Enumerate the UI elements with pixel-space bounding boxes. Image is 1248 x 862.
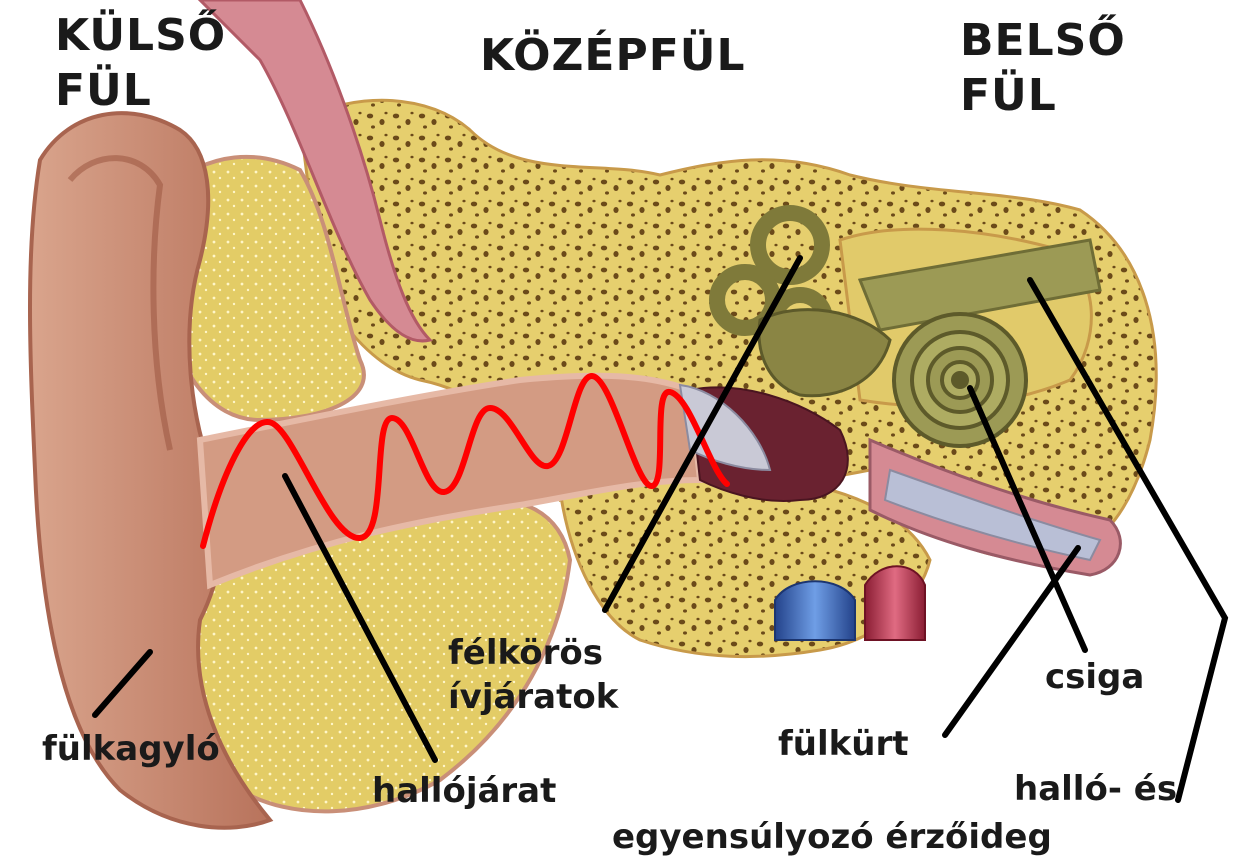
label-semicircular-line2: ívjáratok — [448, 677, 620, 717]
heading-middle-ear: KÖZÉPFÜL — [480, 28, 746, 81]
label-nerve-line1: halló- és — [1014, 769, 1177, 809]
label-cochlea: csiga — [1045, 657, 1144, 697]
heading-inner-ear-line2: FÜL — [960, 68, 1057, 121]
heading-inner-ear-line1: BELSŐ — [960, 13, 1126, 66]
label-semicircular-line1: félkörös — [448, 633, 603, 673]
label-eustachian-tube: fülkürt — [778, 724, 909, 764]
heading-outer-ear-line2: FÜL — [55, 63, 152, 116]
label-nerve-line2: egyensúlyozó érzőideg — [612, 817, 1052, 857]
heading-outer-ear-line1: KÜLSŐ — [55, 8, 226, 61]
vein — [775, 581, 855, 640]
label-ear-canal: hallójárat — [372, 771, 556, 811]
label-pinna: fülkagyló — [42, 729, 220, 769]
artery — [865, 566, 925, 640]
cochlea — [894, 314, 1026, 446]
